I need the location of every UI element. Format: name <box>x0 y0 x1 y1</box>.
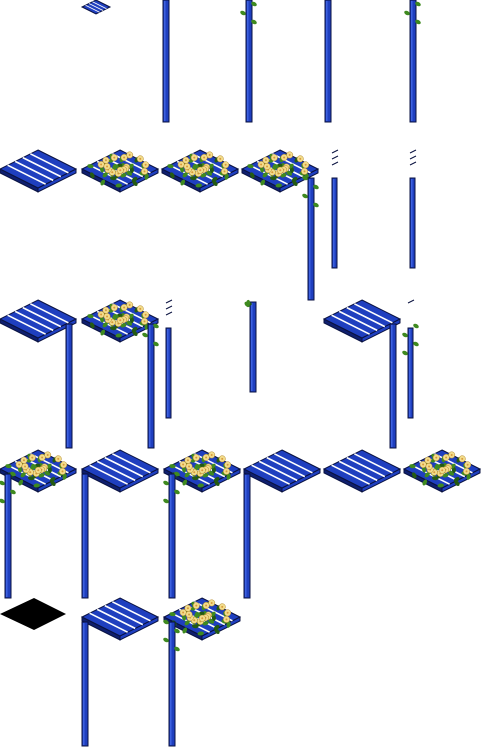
sprite-pergola-roof-flowers <box>160 149 240 193</box>
sprite-pergola-roof-flowers-post-right <box>80 299 160 449</box>
sprite-tile-small-flat <box>80 0 112 15</box>
sprite-pergola-roof-post-left <box>80 597 160 747</box>
sprite-shadow-diamond <box>0 598 66 630</box>
sprite-pergola-roof-flowers <box>80 149 160 193</box>
sprite-pergola-roof-post-right <box>322 299 402 449</box>
sprite-pergola-roof <box>322 449 402 493</box>
sprite-pergola-roof-post-left <box>80 449 160 599</box>
sprite-post <box>162 0 170 123</box>
sprite-post <box>324 0 332 123</box>
sprite-post-thin-dashes <box>331 149 339 269</box>
sprite-post-vines-top <box>240 0 257 123</box>
sprite-pergola-roof-post-right <box>0 299 78 449</box>
sprite-post-leaf-top <box>244 299 257 393</box>
sprite-post-thin-dashes <box>409 149 417 269</box>
sprite-pergola-roof-flowers-post-left <box>162 449 242 599</box>
sprite-pergola-roof-flowers <box>402 449 482 493</box>
sprite-pergola-roof-flowers-post-left <box>0 449 78 599</box>
sprite-pergola-roof-flowers-post-left <box>162 597 242 747</box>
sprite-post-thin-dashes-vines <box>402 299 419 419</box>
sprite-pergola-roof-flowers-post <box>240 149 320 301</box>
sprite-pergola-roof <box>0 149 78 193</box>
sprite-pergola-roof-post-left <box>242 449 322 599</box>
sprite-post-vines-top <box>404 0 421 123</box>
sprite-post-thin-dashes <box>165 299 173 419</box>
